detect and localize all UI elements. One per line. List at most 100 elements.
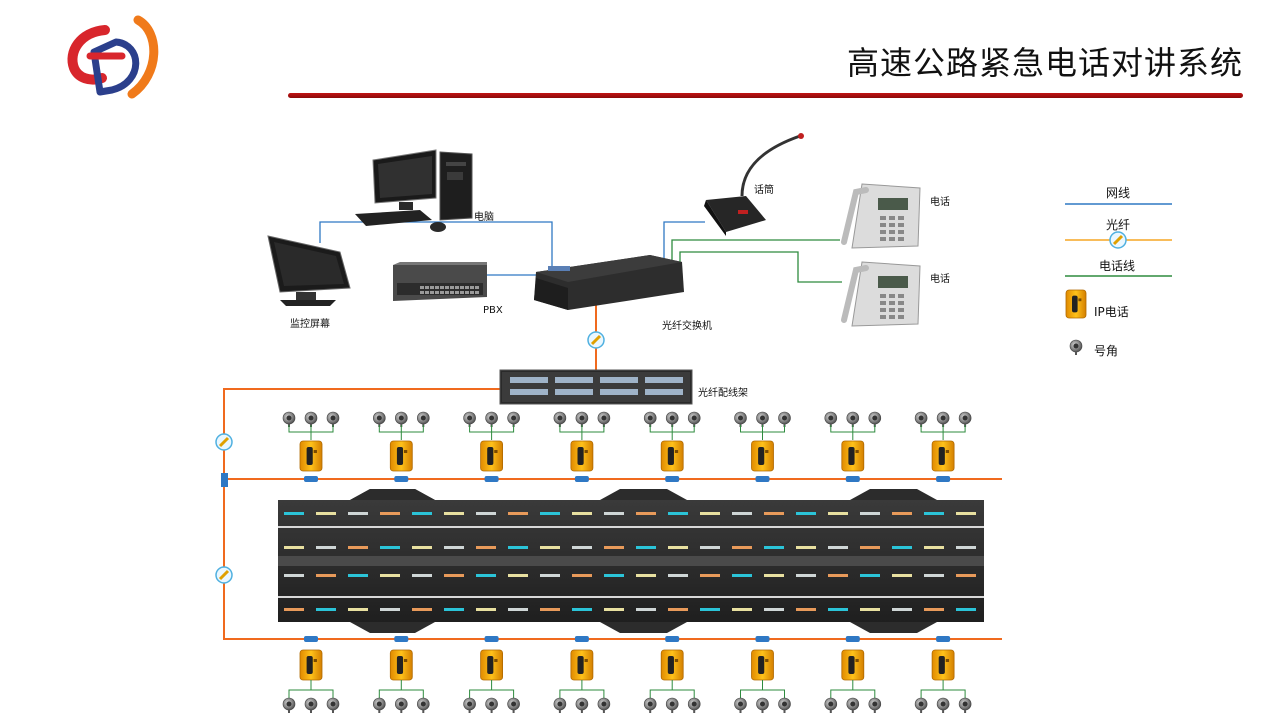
horn-icon	[958, 697, 972, 713]
roadside-unit-top	[372, 411, 430, 482]
lane-marking	[508, 574, 528, 577]
horn-icon	[575, 697, 589, 713]
label-microphone: 话筒	[754, 185, 774, 196]
phone-line	[378, 425, 424, 440]
lane-marking	[284, 608, 304, 611]
horn-icon	[643, 697, 657, 713]
lane-marking	[508, 546, 528, 549]
roadside-unit-top	[282, 411, 340, 482]
lane-marking	[572, 608, 592, 611]
lane-marking	[892, 546, 912, 549]
pbx-port	[435, 291, 439, 294]
lane-marking	[540, 574, 560, 577]
pbx-port	[440, 291, 444, 294]
fiber-tap	[755, 636, 770, 642]
ip-phone-icon	[751, 440, 774, 472]
patch-port	[645, 389, 683, 395]
phone-line	[559, 680, 605, 700]
lane-marking	[892, 608, 912, 611]
roadside-unit-top	[734, 411, 791, 482]
lane-marking	[380, 608, 400, 611]
lane-marking	[892, 512, 912, 515]
title-underline	[288, 93, 1243, 98]
pbx-port	[420, 286, 424, 289]
ip-phone-icon	[389, 440, 413, 472]
fiber-coupler-icon	[587, 331, 605, 349]
lane-marking	[540, 608, 560, 611]
fiber-tap	[304, 636, 318, 642]
lane-marking	[636, 608, 656, 611]
lane-marking	[284, 546, 304, 549]
patch-port	[510, 377, 548, 383]
pbx-port	[455, 291, 459, 294]
legend-network-cable: 网线	[1106, 186, 1131, 200]
lane-marking	[828, 608, 848, 611]
roadside-unit-bottom	[914, 636, 972, 713]
pbx-port	[475, 291, 479, 294]
fiber-tap	[394, 476, 409, 482]
fiber-tap	[665, 476, 680, 482]
lane-marking	[700, 512, 720, 515]
phone-line	[469, 425, 515, 440]
lane-marking	[316, 608, 336, 611]
pbx-port	[470, 291, 474, 294]
lane-marking	[476, 512, 496, 515]
horn-icon	[416, 697, 430, 713]
phone-line	[920, 680, 966, 700]
phone-line	[559, 425, 605, 440]
fiber-tap	[665, 636, 680, 642]
horn-icon	[643, 411, 657, 427]
lane-marking	[572, 512, 592, 515]
horn-icon	[553, 697, 567, 713]
pbx-port	[455, 286, 459, 289]
ip-phone-icon	[299, 649, 323, 681]
roadside-unit-bottom	[463, 636, 520, 713]
pbx-port	[425, 291, 429, 294]
ip-phone-icon	[660, 649, 684, 681]
emergency-bay	[850, 622, 937, 633]
lane-marking	[764, 608, 784, 611]
network-cables	[319, 221, 705, 276]
horn-icon	[326, 697, 340, 713]
lane-marking	[316, 574, 336, 577]
lane-marking	[348, 546, 368, 549]
lane-marking	[476, 546, 496, 549]
horn-icon	[1069, 339, 1083, 355]
lane-marking	[764, 546, 784, 549]
horn-icon	[734, 697, 747, 713]
horn-icon	[372, 697, 386, 713]
lane-marking	[412, 608, 432, 611]
fiber-ring	[223, 388, 1002, 640]
lane-marking	[732, 608, 752, 611]
label-phone-1: 电话	[930, 197, 950, 208]
lane-marking	[348, 574, 368, 577]
lane-marking	[412, 512, 432, 515]
pbx-port	[460, 286, 464, 289]
roadside-unit-top	[824, 411, 882, 482]
emergency-bay	[350, 489, 435, 500]
fiber-tap	[845, 636, 860, 642]
lane-marking	[412, 574, 432, 577]
desk-phone-icon	[841, 261, 921, 327]
pbx-port	[450, 286, 454, 289]
lane-marking	[732, 546, 752, 549]
horn-icon	[824, 411, 838, 427]
lane-marking	[636, 546, 656, 549]
horn-icon	[282, 697, 296, 713]
label-monitor: 监控屏幕	[290, 319, 330, 330]
lane-marking	[636, 512, 656, 515]
phone-line	[378, 680, 424, 700]
computer-icon	[355, 149, 473, 232]
patch-port	[645, 377, 683, 383]
lane-marking	[924, 608, 944, 611]
horn-icon	[394, 697, 408, 713]
microphone-icon	[704, 133, 804, 236]
pbx-port	[450, 291, 454, 294]
horn-icon	[756, 697, 769, 713]
horn-icon	[394, 411, 408, 427]
ip-phone-icon	[570, 440, 594, 472]
ip-phone-icon	[931, 649, 955, 681]
lane-marking	[316, 512, 336, 515]
ip-phone-icon	[389, 649, 413, 681]
patch-port	[510, 389, 548, 395]
